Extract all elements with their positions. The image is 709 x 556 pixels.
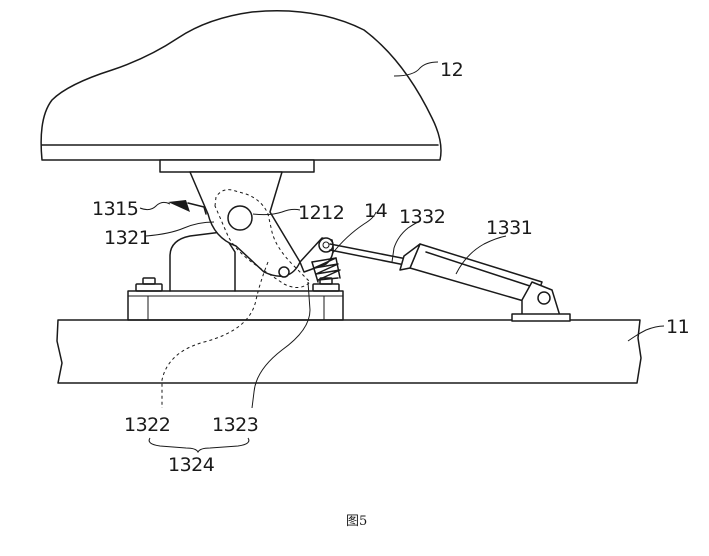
- actuator-cylinder: [399, 243, 543, 305]
- label-1323: 1323: [212, 414, 258, 436]
- label-1315: 1315: [92, 198, 138, 220]
- label-1322: 1322: [124, 414, 170, 436]
- label-1331: 1331: [486, 217, 532, 239]
- figure-caption: 图5: [346, 514, 367, 529]
- base-platform: [56, 319, 642, 384]
- label-11: 11: [666, 316, 689, 338]
- label-1212: 1212: [298, 202, 344, 224]
- latch-hook-dashed: [214, 189, 311, 288]
- upper-body-dome: [40, 10, 442, 161]
- push-rod: [329, 243, 413, 267]
- label-12: 12: [440, 59, 463, 81]
- leader-lines: [139, 61, 665, 454]
- label-1321: 1321: [104, 227, 150, 249]
- hanging-lug: [189, 171, 301, 278]
- label-1324: 1324: [168, 454, 215, 476]
- reference-labels: 12 11 1315 1212 14 1332 1331 1321 1322 1…: [92, 59, 690, 476]
- label-1332: 1332: [399, 206, 445, 228]
- mounting-plate: [127, 290, 344, 321]
- label-14: 14: [364, 200, 388, 222]
- dome-mount-block: [159, 159, 315, 173]
- pointer-triangle: [168, 200, 207, 215]
- plate-bolt-left: [135, 277, 163, 292]
- actuator-clevis: [511, 281, 571, 322]
- spring: [311, 257, 341, 283]
- support-bracket: [169, 231, 236, 292]
- plate-bolt-right: [312, 277, 340, 292]
